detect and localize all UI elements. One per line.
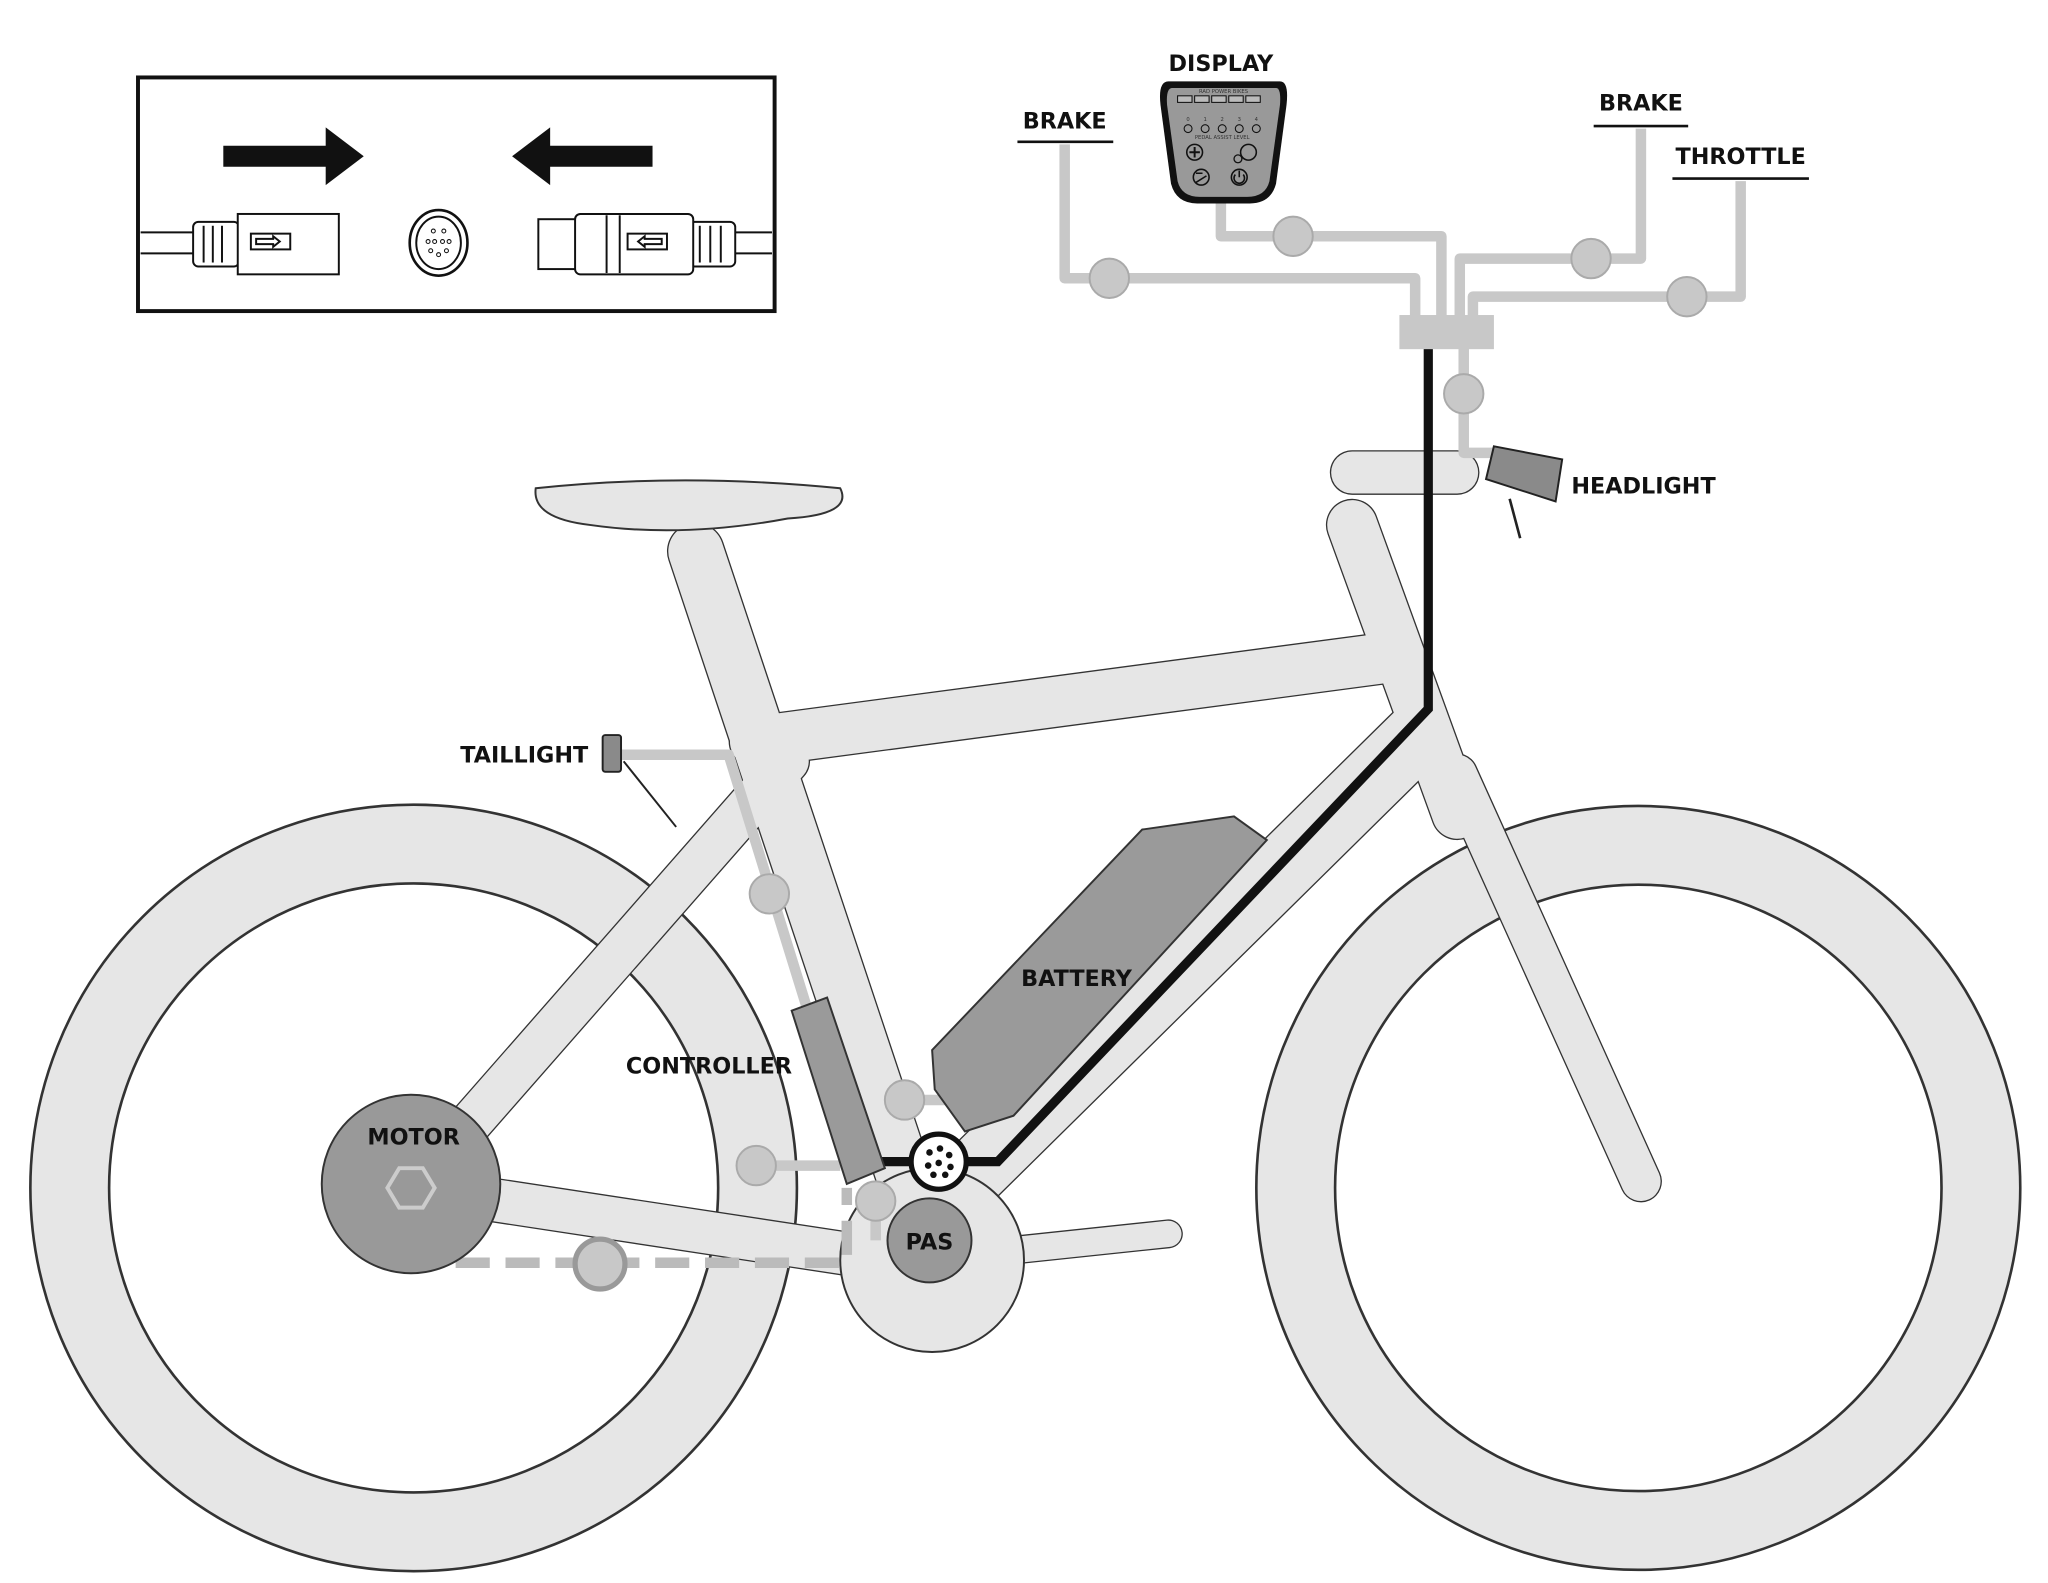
connector-brake-right [1570,237,1612,280]
display-battery-bars [1177,95,1261,103]
assist-level-0: 0 [1186,117,1189,123]
connector-throttle [1666,275,1708,318]
pas-label: PAS [906,1230,954,1256]
display-label: DISPLAY [1169,51,1275,77]
light-button[interactable] [1233,143,1258,164]
junction-box [1399,315,1494,350]
connector-inset [136,75,777,314]
display-unit: RAD POWER BIKES 0 1 2 3 4 PEDAL ASSIST L… [1159,81,1288,204]
arrow-right-icon [223,127,364,186]
assist-level-4: 4 [1255,117,1259,123]
arrow-left-icon [512,127,653,186]
connector-brake-left [1088,257,1130,299]
connector-display [1272,215,1314,257]
battery-label: BATTERY [1021,966,1133,992]
assist-level-3: 3 [1238,117,1241,123]
connector-pas [855,1180,897,1222]
controller-label: CONTROLLER [626,1054,792,1080]
pas-sensor [886,1197,973,1284]
headlight-label: HEADLIGHT [1571,474,1716,500]
assist-caption: PEDAL ASSIST LEVEL [1195,135,1250,141]
headlight [1484,445,1564,539]
throttle-label: THROTTLE [1675,144,1805,170]
taillight [601,734,677,828]
battery [931,815,1269,1133]
motor [320,1093,502,1275]
connector-taillight [748,873,791,915]
taillight-label: TAILLIGHT [460,743,589,769]
connector-battery [883,1079,926,1121]
connector-male-icon [537,212,772,276]
plus-button[interactable] [1185,143,1204,161]
motor-label: MOTOR [367,1125,459,1151]
brake-right-label: BRAKE [1599,90,1683,116]
connector-female-icon [140,212,340,276]
brake-left-label: BRAKE [1023,109,1107,135]
power-button[interactable] [1230,168,1248,186]
saddle [534,479,844,532]
main-connector [908,1131,969,1192]
rear-wheel [29,803,799,1573]
connector-headlight [1443,373,1485,415]
hex-axle-icon [385,1166,437,1210]
front-wheel [1255,804,2022,1572]
assist-level-2: 2 [1221,117,1224,123]
controller [790,996,887,1186]
minus-walk-button[interactable] [1192,168,1210,186]
connector-motor [572,1236,628,1292]
display-brand: RAD POWER BIKES [1199,89,1249,95]
connector-controller [735,1144,777,1187]
assist-level-1: 1 [1203,117,1206,123]
connector-pin-face-icon [408,208,469,277]
connectors [572,215,1708,1292]
